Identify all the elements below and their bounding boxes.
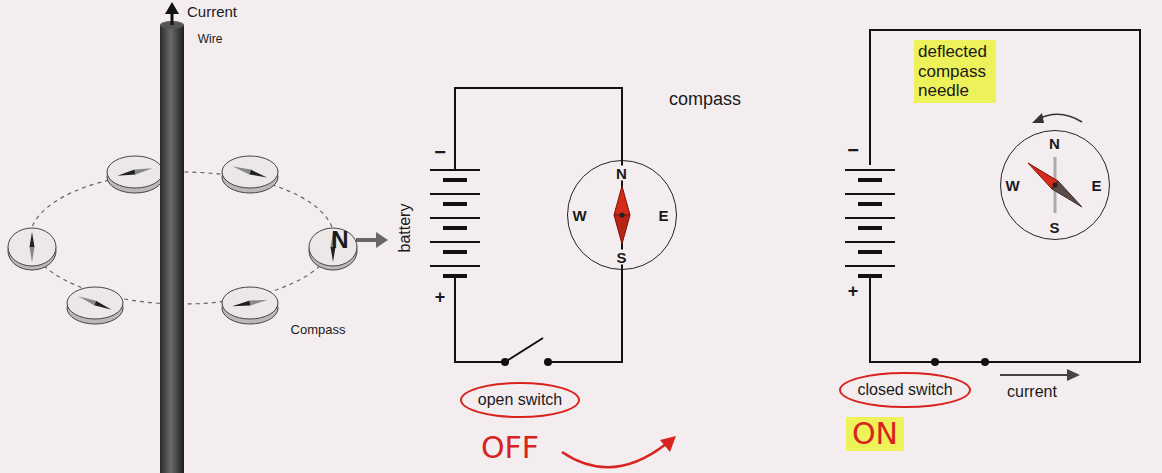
compass-direction: W [570, 207, 588, 222]
battery-label: battery [396, 204, 414, 253]
annotation-arrowhead [660, 436, 676, 452]
north-arrowhead [376, 232, 388, 248]
compass-needle [1028, 157, 1082, 213]
compass-symbol [222, 156, 278, 193]
compass-needle [614, 186, 630, 244]
compass-dial: N E S W [567, 160, 677, 270]
polarity-sign: − [434, 141, 446, 163]
polarity-sign: − [847, 139, 859, 161]
north-label: N [331, 227, 348, 253]
circled-label: open switch [460, 382, 581, 418]
north-arrow [356, 238, 378, 242]
rotation-arrowhead [1032, 113, 1044, 123]
current-arrow [1000, 374, 1070, 376]
rotation-arrow [1038, 114, 1082, 122]
switch-lever [505, 338, 543, 362]
circled-label: closed switch [839, 372, 970, 408]
node-text: open switch [478, 391, 563, 409]
current-arrowhead [1067, 369, 1080, 381]
highlight-box: deflected compass needle [914, 40, 996, 103]
compass-direction: S [614, 249, 628, 264]
switch-contact [981, 358, 989, 366]
compass-direction: N [1047, 135, 1062, 150]
switch-contact [501, 358, 509, 366]
switch-contact [544, 358, 552, 366]
compass-label: compass [669, 90, 741, 110]
compass-direction: E [1089, 177, 1103, 192]
compass-label: Compass [291, 323, 346, 337]
current-label: Current [187, 4, 237, 21]
node-text: ON [852, 417, 898, 452]
battery-symbol [430, 170, 480, 276]
polarity-sign: + [848, 282, 859, 302]
annotation-arrow [562, 444, 666, 467]
wire-cylinder [160, 25, 184, 473]
current-label: current [1007, 383, 1057, 401]
wire-label: Wire [198, 33, 223, 46]
circuit-wire [455, 276, 505, 362]
handwritten-note: OFF [481, 431, 539, 464]
compass-symbol [8, 228, 56, 270]
polarity-sign: + [435, 288, 446, 308]
compass-direction: W [1003, 177, 1021, 192]
switch-contact [931, 358, 939, 366]
highlight-box: ON [846, 417, 904, 452]
current-arrowhead [165, 2, 179, 14]
compass-direction: E [656, 207, 670, 222]
node-text: closed switch [857, 381, 952, 399]
compass-symbol [67, 287, 123, 324]
circuit-wire [870, 30, 1140, 362]
compass-dial: N W E S [1000, 130, 1110, 240]
node-text: deflected compass needle [918, 42, 992, 101]
compass-direction: N [614, 165, 629, 180]
compass-symbol [222, 287, 278, 324]
compass-symbol [107, 156, 163, 193]
compass-direction: S [1047, 219, 1061, 234]
battery-symbol [845, 170, 895, 276]
circuit-wire [455, 88, 622, 362]
